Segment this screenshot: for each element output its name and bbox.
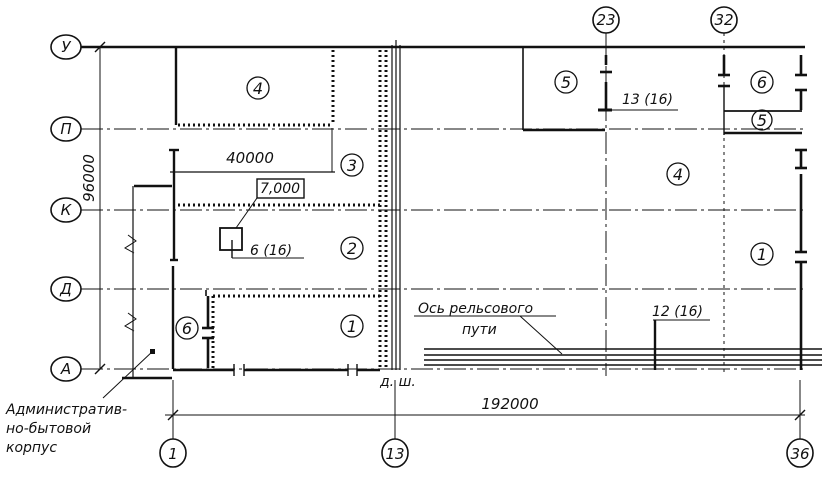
- rail-axis-label-line2: пути: [462, 322, 497, 338]
- zone-label-6-right: 6: [757, 73, 767, 92]
- axis-label-col-36: 36: [790, 445, 809, 463]
- crane-12-16: 12 (16): [652, 304, 710, 370]
- crane-6-label: 6 (16): [250, 243, 292, 259]
- zone-circle: [340, 153, 364, 177]
- column-axis-23: 23: [592, 6, 620, 376]
- dimension-text-span: 40000: [226, 149, 274, 167]
- zone-label-3: 3: [347, 156, 357, 175]
- zone-circle: [340, 236, 364, 260]
- zone-circle: [750, 70, 774, 94]
- zone-labels: 4 3 2 1 5 4 1 6 5 6: [175, 70, 774, 340]
- dimension-span-40000: 40000: [170, 128, 335, 173]
- crane-12-label: 12 (16): [652, 304, 703, 320]
- zone-label-4-left: 4: [253, 79, 263, 98]
- row-axis-p: П: [50, 116, 805, 142]
- crane-6-box: [219, 227, 243, 251]
- zone-circle: [175, 316, 199, 340]
- crane-13-label: 13 (16): [622, 92, 673, 108]
- axis-label-col-23: 23: [596, 11, 615, 29]
- row-axis-d: Д: [50, 276, 805, 302]
- admin-label-line1: Административ-: [5, 402, 127, 418]
- axis-label-a: А: [60, 360, 71, 378]
- column-axis-13: 13: [381, 380, 409, 468]
- dimension-text-width: 192000: [481, 395, 538, 413]
- axis-label-k: К: [61, 201, 73, 219]
- zone-label-1-right: 1: [757, 245, 767, 264]
- row-axis-k: К: [50, 197, 805, 223]
- dimension-tick: [94, 41, 106, 53]
- zone-circle: [751, 109, 773, 131]
- rail-track: Ось рельсового пути: [414, 301, 822, 366]
- zone-circle: [340, 314, 364, 338]
- axis-label-col-13: 13: [385, 445, 404, 463]
- building-outline-line: [124, 234, 137, 254]
- zone-label-1-left: 1: [347, 317, 357, 336]
- axis-label-d: Д: [59, 280, 72, 298]
- axis-label-y: У: [61, 38, 71, 56]
- expansion-joint: д. ш.: [379, 40, 416, 390]
- elevation-box: [256, 178, 305, 199]
- elevation-mark: 7,000: [235, 178, 305, 229]
- crane-6-16: 6 (16): [219, 227, 304, 259]
- zone-circle: [666, 162, 690, 186]
- admin-label-line3: корпус: [6, 440, 57, 456]
- elevation-mark-text: 7,000: [260, 181, 300, 197]
- rail-track-line: [519, 315, 563, 355]
- axis-label-col-32: 32: [714, 11, 733, 29]
- zone-label-4-right: 4: [673, 165, 683, 184]
- building-outline-line: [124, 312, 137, 332]
- admin-label-line2: но-бытовой: [6, 421, 91, 437]
- elevation-leader: [235, 197, 258, 229]
- dotted-partitions: [178, 50, 388, 368]
- row-axis-y: У: [50, 34, 805, 60]
- axis-label-p: П: [60, 120, 71, 138]
- dimension-overall-height: 96000: [80, 41, 106, 375]
- zone-circle: [554, 70, 578, 94]
- crane-bay-6: [202, 290, 214, 368]
- zone-label-5-top: 5: [561, 73, 571, 92]
- axis-label-col-1: 1: [168, 445, 178, 463]
- joint-label: д. ш.: [379, 374, 416, 390]
- rail-axis-label-line1: Ось рельсового: [418, 301, 533, 317]
- dimension-overall-width: 192000: [165, 395, 806, 421]
- column-axis-36: 36: [786, 380, 814, 468]
- dimension-tick: [794, 409, 806, 421]
- dimension-text-height: 96000: [80, 154, 98, 202]
- zone-label-2: 2: [347, 239, 357, 258]
- column-axis-1: 1: [159, 380, 187, 468]
- zone-circle: [750, 242, 774, 266]
- zone-label-6-left: 6: [182, 319, 192, 338]
- dimension-tick: [167, 409, 179, 421]
- zone-circle: [246, 76, 270, 100]
- admin-building-label: Административ- но-бытовой корпус: [5, 349, 155, 456]
- zone-label-5-right: 5: [757, 111, 767, 130]
- building-outline: [122, 47, 807, 380]
- dimension-tick: [94, 363, 106, 375]
- admin-leader: [102, 350, 154, 399]
